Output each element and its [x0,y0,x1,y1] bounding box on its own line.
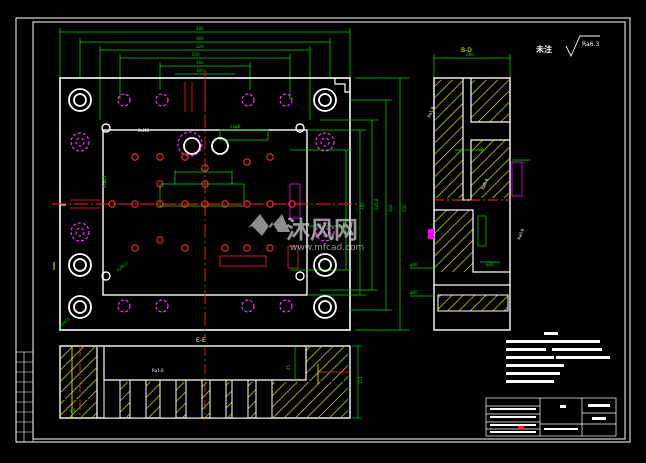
section-label-ee: E-E [196,337,206,344]
surface-finish-note: 未注 Ra6.3 [535,35,600,58]
inner-frame [32,21,626,440]
svg-text:250: 250 [192,52,200,57]
watermark: 沐风网 www.mfcad.com [248,214,364,253]
title-block-fills [490,404,610,433]
right-dimensions [290,77,410,331]
center-lines [52,70,360,338]
svg-text:Ra1.6: Ra1.6 [152,368,164,373]
svg-text:4xM12: 4xM12 [115,260,129,273]
svg-text:4xφ12: 4xφ12 [102,175,107,188]
svg-text:φ30: φ30 [486,262,494,267]
top-dim-text: 400 360 320 250 160 100 [192,26,204,73]
bottom-section-view: Ra1.6 φ8 45 115 [59,345,363,420]
technical-notes [506,332,610,383]
plan-view: 400 360 320 250 160 100 [52,26,410,344]
watermark-url: www.mfcad.com [290,243,364,253]
svg-text:115: 115 [358,376,363,384]
finish-label: 未注 [535,44,552,54]
watermark-logo-icon [248,214,290,236]
svg-text:302: 302 [388,204,393,212]
svg-text:2xφ8: 2xφ8 [230,124,241,129]
svg-text:280: 280 [466,52,474,57]
screw-holes [70,93,335,313]
svg-text:360: 360 [196,36,204,41]
svg-text:160: 160 [196,60,204,65]
svg-text:L8: L8 [478,147,483,152]
svg-text:φ40: φ40 [410,262,418,267]
top-dimensions [59,28,351,120]
left-margin-strip [15,351,34,443]
svg-text:φ8: φ8 [70,408,76,413]
svg-text:Ra0.8: Ra0.8 [480,177,489,190]
svg-text:Ra0.8: Ra0.8 [516,227,525,240]
outer-frame [15,17,631,443]
title-block [485,397,617,437]
svg-text:45: 45 [286,364,291,370]
watermark-brand: 沐风网 [286,216,358,244]
svg-text:100: 100 [196,68,204,73]
svg-text:350: 350 [402,204,407,212]
svg-text:400: 400 [196,26,204,31]
section-label-bd: B-D [461,47,472,54]
svg-text:182: 182 [360,202,365,210]
ejector-pin-holes [108,153,296,252]
guide-pin-holes [68,88,337,319]
svg-text:2xM8: 2xM8 [138,128,149,133]
svg-text:Ra1.6: Ra1.6 [426,105,435,118]
svg-text:320: 320 [196,44,204,49]
side-section-view: B-D 280 L8 φ40 φ60 [289,47,530,331]
finish-value: Ra6.3 [582,41,599,48]
svg-text:226.8: 226.8 [374,198,379,210]
svg-text:φ60: φ60 [410,290,418,295]
